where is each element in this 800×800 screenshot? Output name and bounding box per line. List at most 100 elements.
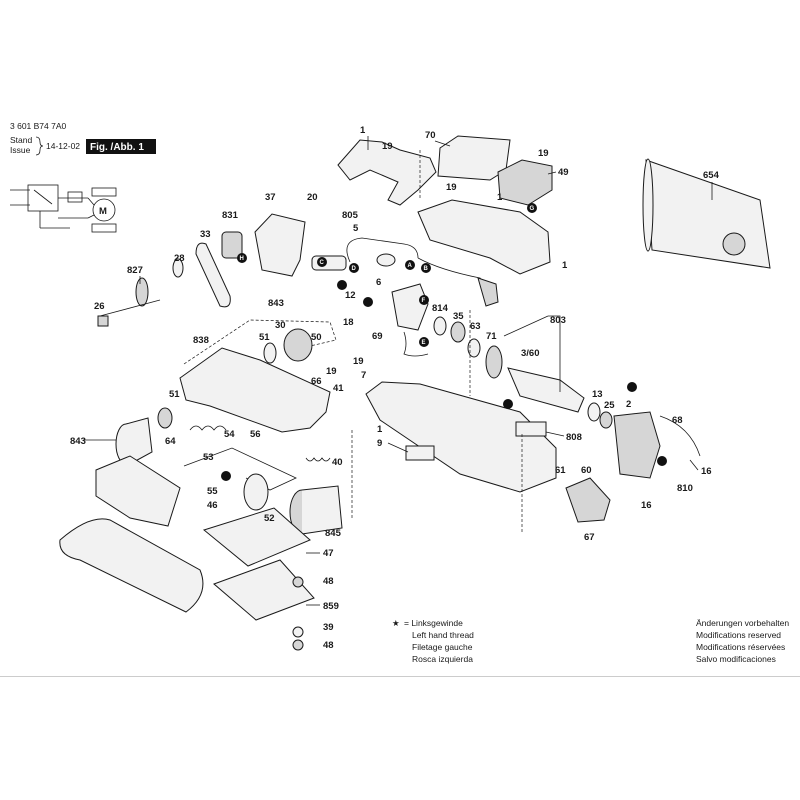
roller-843-body xyxy=(125,417,153,465)
callout-label: 54 xyxy=(224,429,235,440)
callout-label: 60 xyxy=(581,465,592,476)
marker-letter: C xyxy=(320,260,325,266)
marker-b-1 xyxy=(421,263,431,273)
callout-label: 6 xyxy=(376,277,381,288)
marker-d-2 xyxy=(337,280,347,290)
callout-label: 19 xyxy=(326,366,337,377)
callout-label: 1 xyxy=(377,424,383,435)
leader-lines xyxy=(83,136,713,606)
stand-label: Stand xyxy=(10,135,32,145)
fan-housing-37 xyxy=(254,213,306,277)
modifications-fr: Modifications réservées xyxy=(696,642,785,652)
marker-letter: F xyxy=(422,298,426,304)
frame-838 xyxy=(179,347,331,433)
callout-label: 67 xyxy=(584,532,595,543)
plate-859 xyxy=(213,559,315,621)
wire-69 xyxy=(403,331,429,357)
dust-bag-spout xyxy=(642,158,654,252)
switch-12 xyxy=(391,283,429,331)
cable-805-plug xyxy=(417,257,493,293)
marker-g-2 xyxy=(503,399,513,409)
callout-label: 12 xyxy=(345,290,356,301)
marker-a-1 xyxy=(405,260,415,270)
marker-f-1 xyxy=(419,295,429,305)
part-number: 3 601 B74 7A0 xyxy=(10,121,67,131)
callout-label: 810 xyxy=(677,483,693,494)
callout-label: 3/60 xyxy=(521,348,540,359)
callout-label: 16 xyxy=(641,500,652,511)
pulley-52 xyxy=(243,473,269,511)
legend-line-fr: Filetage gauche xyxy=(412,642,473,652)
callout-label: 46 xyxy=(207,500,218,511)
wiring-schematic: M xyxy=(10,184,117,233)
bearing-35 xyxy=(450,321,466,343)
marker-c-2 xyxy=(363,297,373,307)
callout-label: 55 xyxy=(207,486,218,497)
callout-label: 805 xyxy=(342,210,359,221)
callout-label: 39 xyxy=(323,622,334,633)
label-808 xyxy=(515,421,547,437)
bearing-28 xyxy=(172,258,184,278)
legend-line-en: Left hand thread xyxy=(412,630,474,640)
callout-label: 68 xyxy=(672,415,683,426)
marker-f-2 xyxy=(627,382,637,392)
legend-line-de: = Linksgewinde xyxy=(404,618,463,628)
callout-label: 9 xyxy=(377,438,382,449)
marker-letter: E xyxy=(422,340,426,346)
callout-label: 859 xyxy=(323,601,339,612)
ring-63 xyxy=(467,338,481,358)
screw-26 xyxy=(97,315,109,327)
label-9 xyxy=(405,445,435,461)
marker-letter: D xyxy=(352,266,357,272)
motor-symbol-circle xyxy=(92,198,116,222)
housing-upper-1 xyxy=(417,199,551,275)
callout-label: 53 xyxy=(203,452,214,463)
callout-label: 47 xyxy=(323,548,334,559)
marker-letter: B xyxy=(424,266,429,272)
callout-label: 1 xyxy=(360,125,366,136)
callout-label: 33 xyxy=(200,229,211,240)
callout-label: 26 xyxy=(94,301,105,312)
callout-label: 7 xyxy=(361,370,366,381)
reference-markers: A B C D E F G H xyxy=(221,203,667,481)
issue-label: Issue xyxy=(10,145,31,155)
callout-label: 51 xyxy=(169,389,180,400)
pulley-831 xyxy=(221,231,243,259)
callout-label: 1 xyxy=(562,260,568,271)
callout-label: 71 xyxy=(486,331,497,342)
switch-block-49 xyxy=(497,159,553,206)
figure-label-box: Fig. /Abb. 1 xyxy=(86,139,156,154)
mains-plug xyxy=(477,277,499,307)
cable-805 xyxy=(346,237,419,263)
sanding-belt xyxy=(59,518,204,613)
marker-letter: A xyxy=(408,263,413,269)
spring-54 xyxy=(189,425,227,431)
callout-label: 56 xyxy=(250,429,261,440)
callout-label: 19 xyxy=(446,182,457,193)
callout-label: 18 xyxy=(343,317,354,328)
callout-label: 64 xyxy=(165,436,176,447)
callout-label: 37 xyxy=(265,192,276,203)
modifications-es: Salvo modificaciones xyxy=(696,654,776,664)
callout-label: 25 xyxy=(604,400,615,411)
bearing-51 xyxy=(263,342,277,364)
callout-labels: 1 19 70 19 49 19 1 1 37 20 831 805 5 33 … xyxy=(70,125,720,651)
callout-label: 827 xyxy=(127,265,143,276)
toothed-belt-33 xyxy=(195,242,231,308)
marker-h-1 xyxy=(237,253,247,263)
issue-date: 14-12-02 xyxy=(46,141,80,151)
fan-71 xyxy=(485,345,503,379)
callout-label: 48 xyxy=(323,576,334,587)
marker-d-1 xyxy=(349,263,359,273)
base-plate-44 xyxy=(95,455,181,527)
callout-label: 63 xyxy=(470,321,481,332)
callout-label: 843 xyxy=(70,436,86,447)
callout-label: 35 xyxy=(453,311,464,322)
modifications-en: Modifications reserved xyxy=(696,630,781,640)
callout-label: 13 xyxy=(592,389,603,400)
callout-label: 40 xyxy=(332,457,343,468)
callout-label: 48 xyxy=(323,640,334,651)
callout-label: 51 xyxy=(259,332,270,343)
